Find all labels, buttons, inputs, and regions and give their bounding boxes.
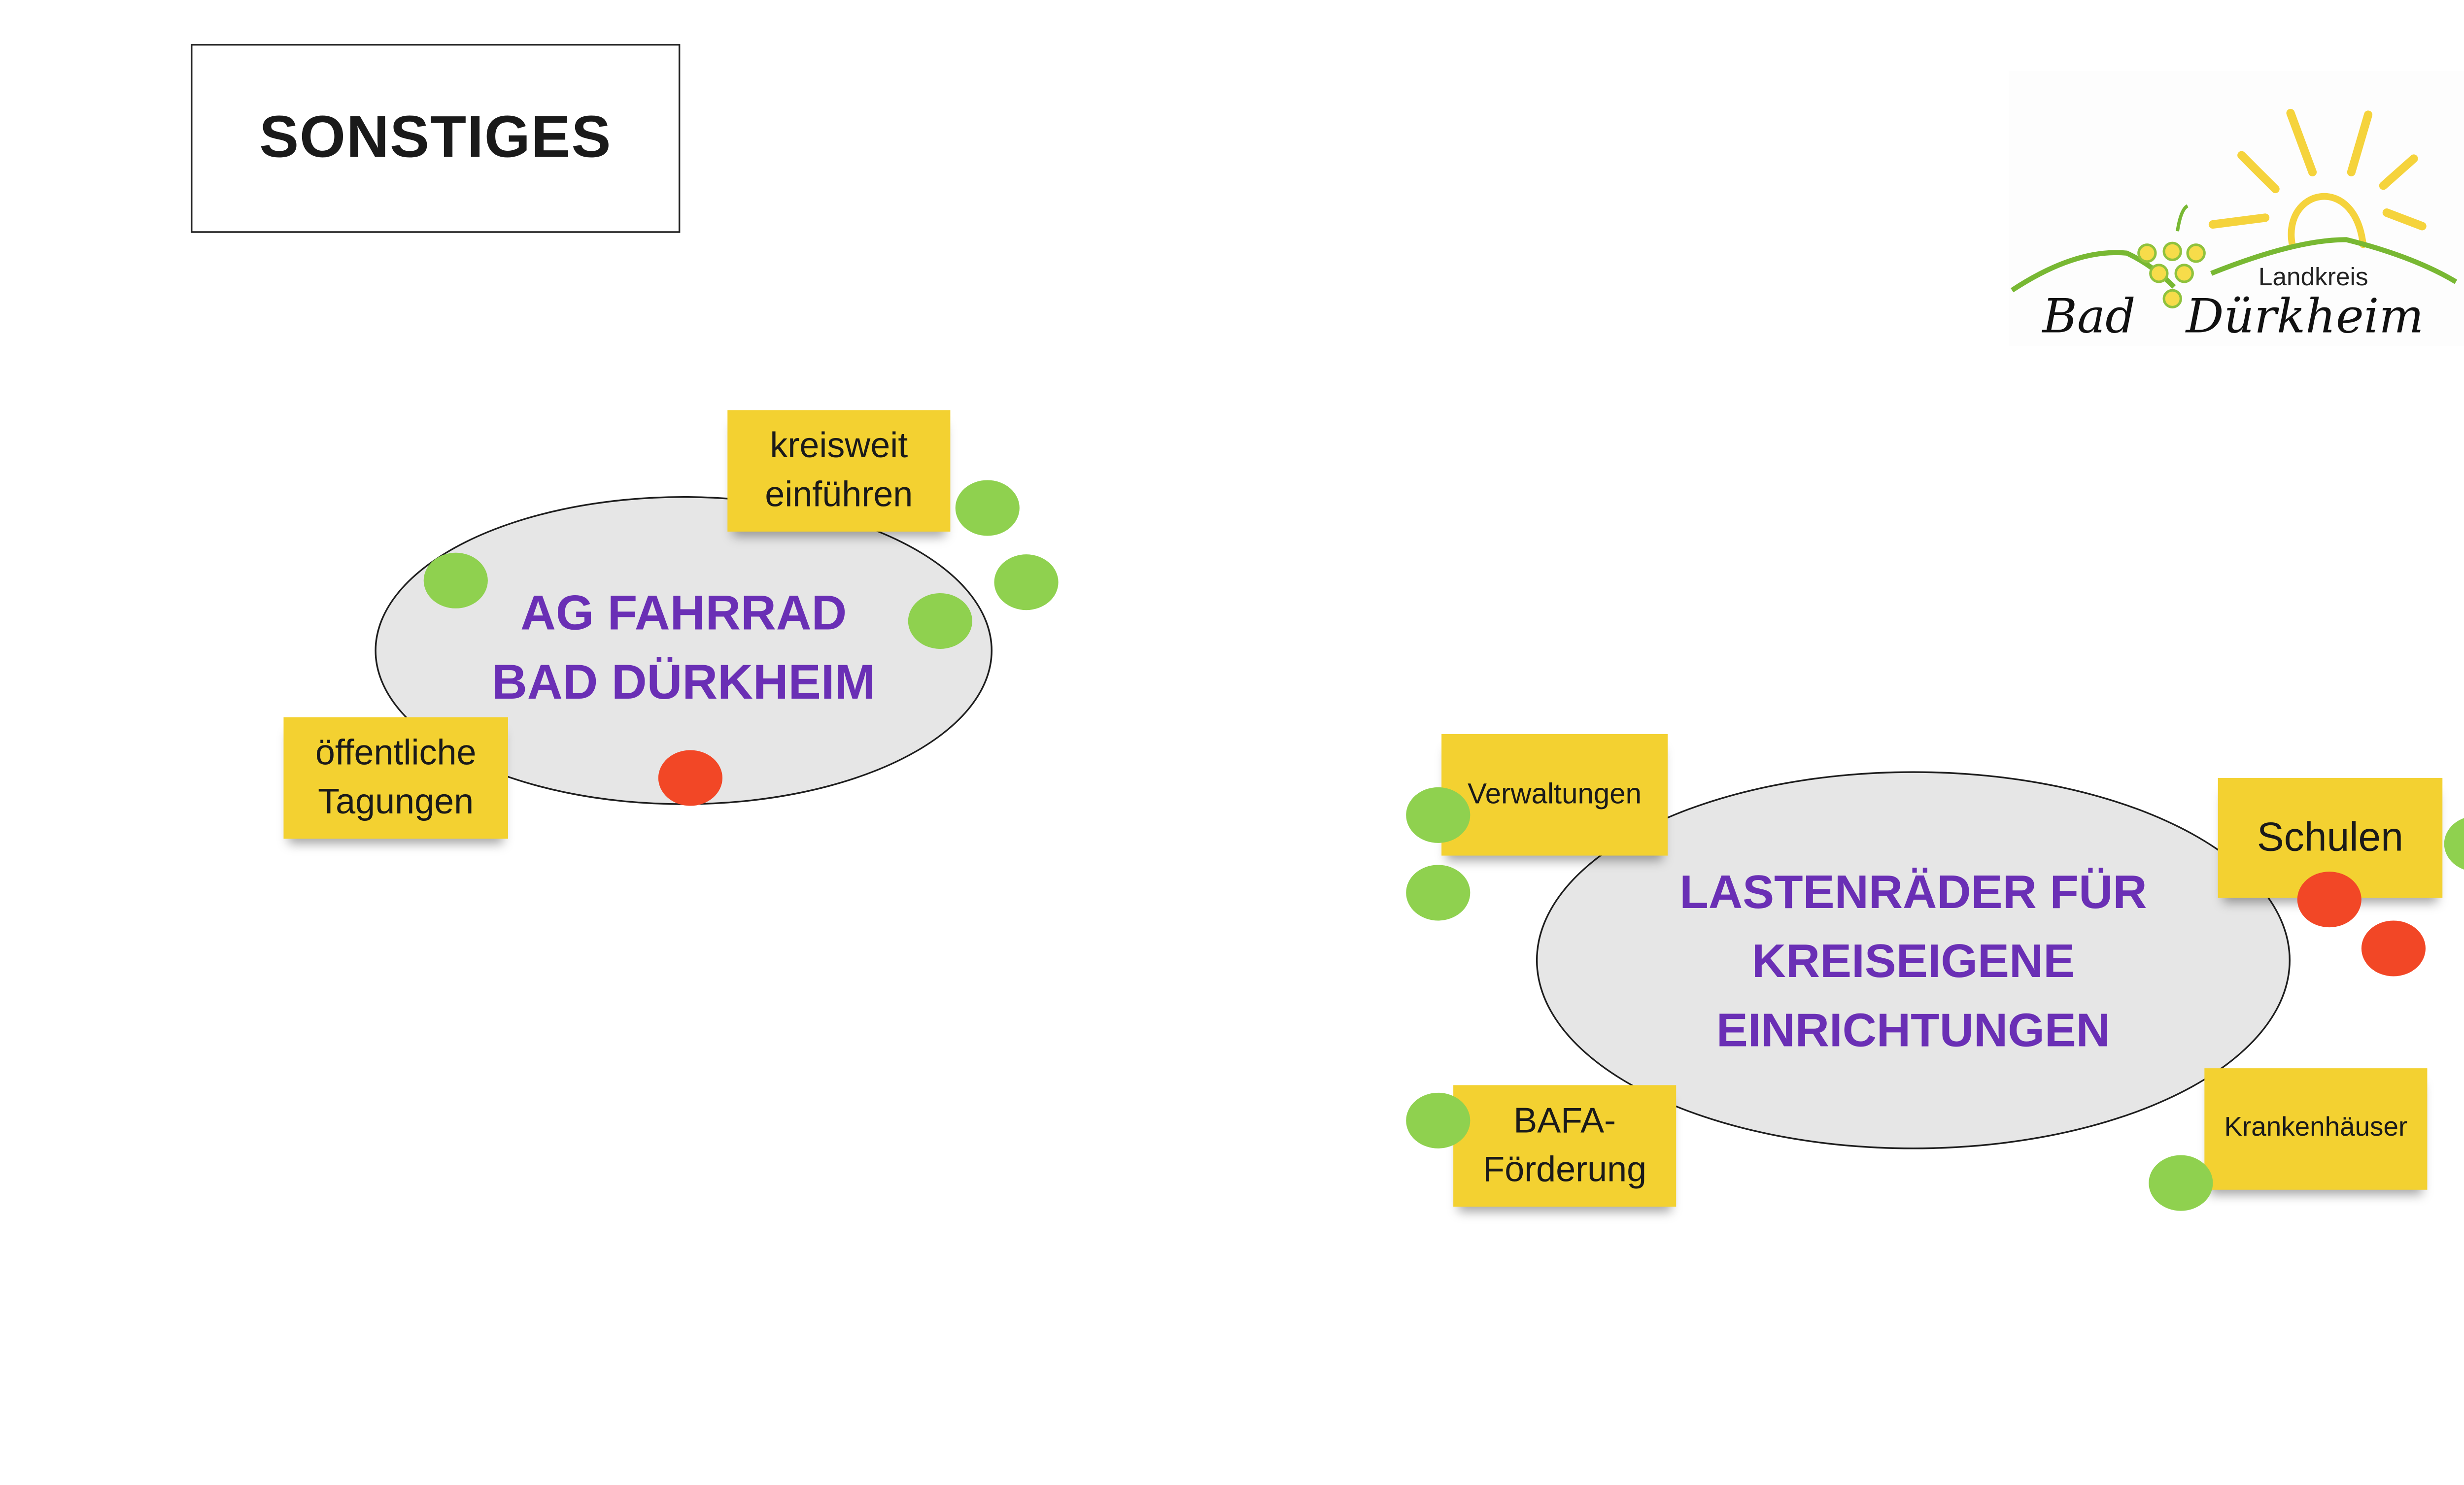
red-vote-dot[interactable] [2297,872,2361,928]
green-vote-dot[interactable] [2444,816,2464,872]
title-line: EINRICHTUNGEN [1716,1004,2111,1057]
topic-title-lastenraeder: LASTENRÄDER FÜR KREISEIGENE EINRICHTUNGE… [1536,857,2291,1065]
svg-text:Dürkheim: Dürkheim [2185,289,2424,344]
logo: Landkreis Bad Dürkheim [2008,70,2464,346]
sticky-note[interactable]: BAFA-Förderung [1453,1085,1677,1207]
red-vote-dot[interactable] [658,750,722,806]
green-vote-dot[interactable] [955,480,1020,536]
green-vote-dot[interactable] [1406,865,1471,921]
title-line: KREISEIGENE [1751,935,2075,987]
green-vote-dot[interactable] [1406,1092,1471,1148]
title-line: BAD DÜRKHEIM [492,656,876,711]
green-vote-dot[interactable] [1406,787,1471,843]
landkreis-logo-icon: Landkreis Bad Dürkheim [2011,108,2458,344]
green-vote-dot[interactable] [994,554,1059,610]
sticky-note[interactable]: Krankenhäuser [2204,1068,2428,1190]
title-line: AG FAHRRAD [520,587,847,641]
page-title: SONSTIGES [191,44,681,233]
green-vote-dot[interactable] [2149,1155,2213,1211]
green-vote-dot[interactable] [908,593,972,649]
title-line: LASTENRÄDER FÜR [1679,866,2147,918]
sticky-note[interactable]: Verwaltungen [1441,734,1668,856]
topic-title-ag-fahrrad: AG FAHRRAD BAD DÜRKHEIM [375,580,992,719]
sticky-note[interactable]: öffentliche Tagungen [283,717,508,839]
green-vote-dot[interactable] [423,552,488,608]
red-vote-dot[interactable] [2361,920,2426,977]
svg-text:Landkreis: Landkreis [2259,262,2368,291]
svg-text:Bad: Bad [2041,289,2135,344]
sticky-note[interactable]: kreisweit einführen [727,410,951,532]
